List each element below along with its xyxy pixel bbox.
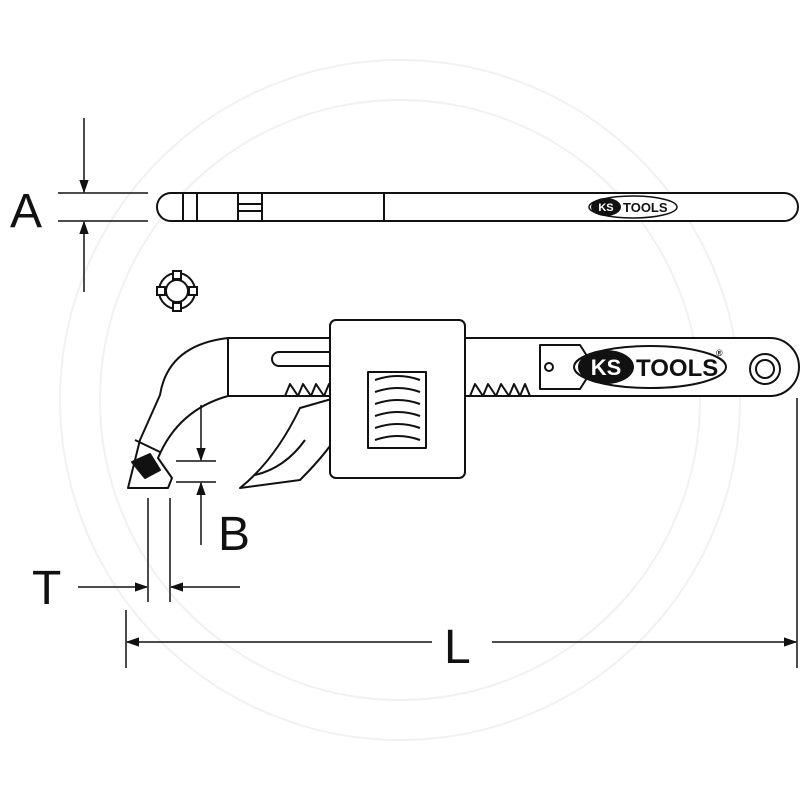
dimension-l: [125, 398, 798, 668]
main-logo: KS TOOLS ®: [573, 345, 727, 389]
wrench-body: [127, 319, 800, 489]
lock-section-icon: [156, 270, 198, 312]
side-view-logo: KS TOOLS: [588, 195, 678, 219]
background-watermark: [59, 59, 741, 741]
dimension-l-label: L: [444, 621, 471, 674]
dimension-t: [78, 498, 240, 602]
side-view-handle: [156, 192, 799, 222]
dimension-b-label: B: [218, 508, 250, 561]
side-logo-tools: TOOLS: [623, 200, 668, 215]
dimension-a: [58, 118, 148, 292]
dimension-t-label: T: [32, 562, 61, 615]
main-logo-ks: KS: [591, 355, 622, 380]
main-logo-tools: TOOLS: [636, 355, 718, 382]
dimension-a-label: A: [10, 185, 42, 238]
side-logo-ks: KS: [598, 202, 613, 214]
main-logo-registered: ®: [716, 348, 723, 358]
dimension-b: [176, 405, 216, 545]
